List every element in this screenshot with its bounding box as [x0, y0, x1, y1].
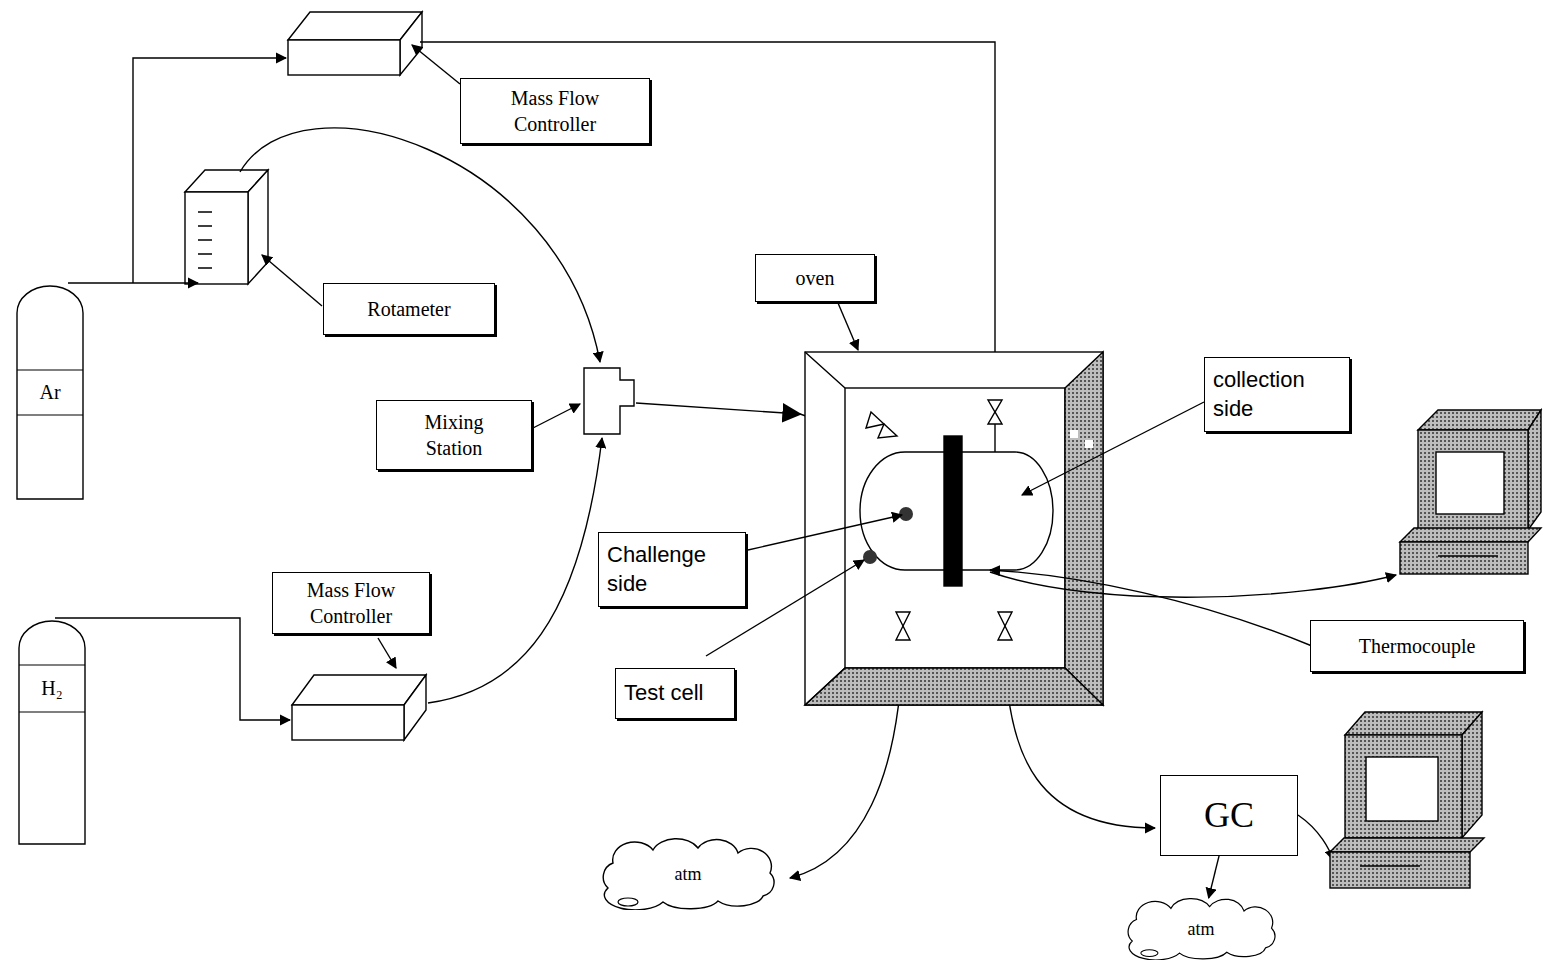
mass-flow-controller-device	[288, 12, 422, 75]
label-box: Rotameter	[323, 283, 495, 335]
label-text: collection side	[1213, 366, 1341, 423]
rotameter-device	[185, 170, 268, 284]
gas-name: H₂	[18, 665, 86, 712]
label-box: Challenge side	[598, 532, 746, 607]
atmosphere-cloud: atm	[588, 838, 788, 910]
gas-cylinder: Ar	[16, 285, 84, 500]
label-text: atm	[588, 838, 788, 910]
cylinder-outline	[18, 620, 86, 845]
label-box: collection side	[1204, 357, 1350, 432]
label-box: oven	[755, 254, 875, 302]
label-text: Thermocouple	[1319, 633, 1515, 659]
test-cell	[860, 436, 1053, 586]
mass-flow-controller-device	[292, 675, 426, 740]
label-text: Mass Flow Controller	[283, 577, 419, 629]
mixing-tee	[584, 368, 634, 434]
label-text: Test cell	[624, 679, 726, 708]
oven	[805, 352, 1103, 705]
label-text: Challenge side	[607, 541, 737, 598]
valve-symbol	[866, 400, 1012, 640]
label-box: Mass Flow Controller	[272, 572, 430, 634]
gas-cylinder: H₂	[18, 620, 86, 845]
gas-line	[55, 42, 1333, 878]
label-text: Mixing Station	[397, 409, 511, 461]
label-box: Mass Flow Controller	[460, 78, 650, 144]
label-box: Thermocouple	[1310, 620, 1524, 672]
label-box: Test cell	[615, 668, 735, 719]
label-text: Mass Flow Controller	[479, 85, 631, 137]
computer-icon	[1400, 410, 1541, 574]
label-text: GC	[1169, 792, 1289, 839]
computer-icon	[1330, 712, 1484, 888]
flow-arrow	[1209, 856, 1219, 898]
label-text: Rotameter	[332, 296, 486, 322]
label-text: oven	[764, 265, 866, 291]
label-text: atm	[1115, 898, 1287, 960]
gas-name: Ar	[16, 370, 84, 415]
label-box: Mixing Station	[376, 400, 532, 470]
atmosphere-cloud: atm	[1115, 898, 1287, 960]
label-box: GC	[1160, 775, 1298, 856]
leader-line	[262, 45, 1204, 668]
